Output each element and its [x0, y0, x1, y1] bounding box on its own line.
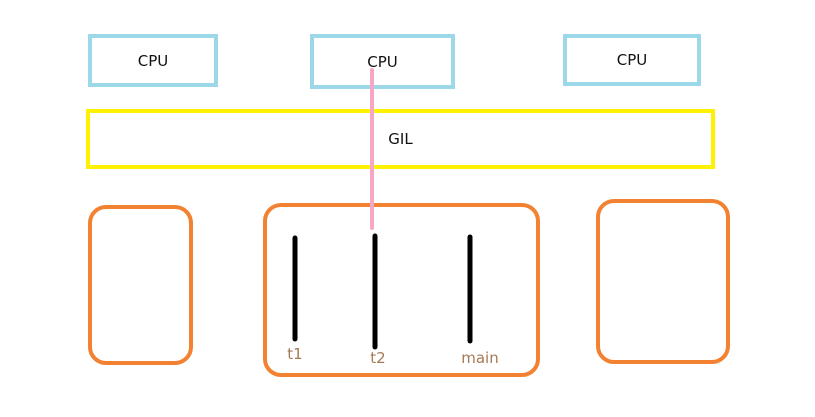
thread-label-t1: t1 [287, 345, 303, 363]
thread-label-t2: t2 [370, 349, 386, 367]
cpu-label-1: CPU [137, 51, 169, 70]
cpu-label-3: CPU [616, 51, 648, 69]
process-box-right [596, 199, 730, 364]
gil-bar: GIL [86, 109, 715, 169]
cpu-label-2: CPU [367, 52, 398, 71]
cpu-box-1: CPU [88, 34, 218, 87]
cpu-box-3: CPU [563, 34, 701, 86]
gil-label: GIL [388, 130, 413, 148]
process-box-left [88, 205, 193, 365]
cpu-box-2: CPU [310, 34, 455, 89]
thread-label-main: main [461, 349, 499, 367]
process-box-center [263, 203, 540, 377]
